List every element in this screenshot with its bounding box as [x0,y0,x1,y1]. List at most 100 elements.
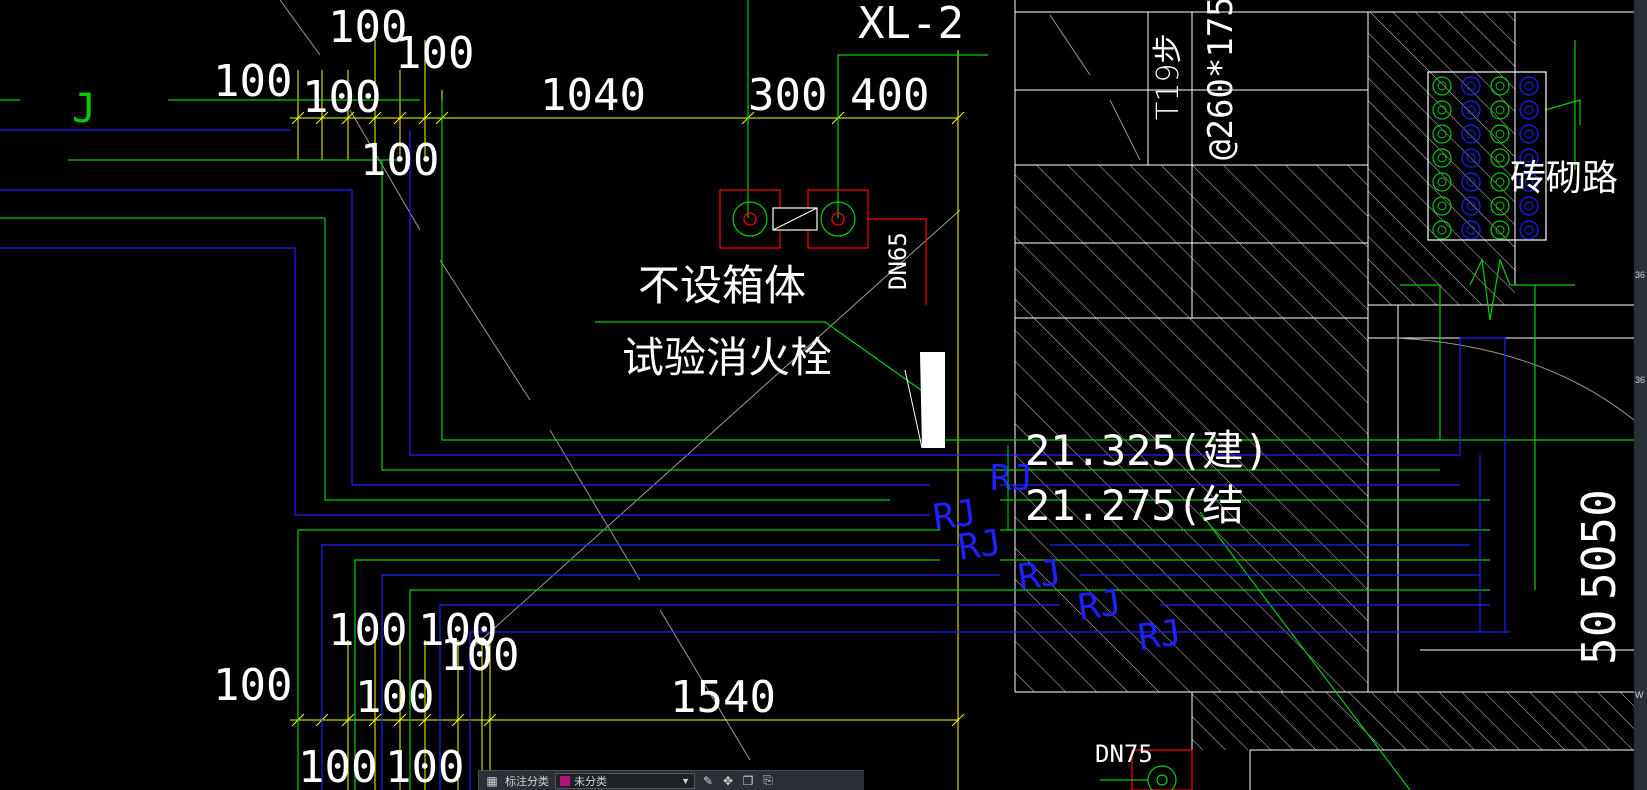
svg-text:RJ: RJ [990,458,1033,499]
label-elev-struct: 21.275(结 [1025,481,1244,530]
valve-circle-inner [1466,225,1476,235]
dim-100-b: 100 [395,28,474,79]
right-side-panel[interactable]: 36 36 W [1634,0,1647,790]
paste-icon[interactable]: ⎘ [763,773,773,787]
valve-circle-inner [1437,105,1447,115]
svg-text:RJ: RJ [1076,582,1125,629]
valve-circle-inner [1495,105,1505,115]
annotation-toolbar: ▦ 标注分类 未分类 ▼ ✎ ✥ ❐ ⎘ [478,770,864,790]
dim-100-d: 100 [302,72,381,123]
hatch-region-upper [1015,165,1368,320]
valve-circle-inner [1466,129,1476,139]
valve-circle-inner [1437,225,1447,235]
panel-marker-1: 36 [1635,270,1646,280]
hatch-region-bottom [1192,692,1634,750]
valve-circle [1490,172,1510,192]
valve-circle [1490,148,1510,168]
label-dn65: DN65 [884,232,912,290]
valve-circle-inner [1437,129,1447,139]
valve-circle [1461,172,1481,192]
valve-circle [1461,76,1481,96]
dim-400: 400 [850,70,929,121]
valve-circle [1461,220,1481,240]
copy-icon[interactable]: ❐ [742,773,754,788]
valve-circle [1461,124,1481,144]
panel-marker-3: W [1635,690,1644,700]
valve-circle-inner [1466,177,1476,187]
valve-circle-inner [1437,201,1447,211]
valve-circle [1461,100,1481,120]
valve-circle [1519,100,1539,120]
label-stair-step: T19步 [1151,34,1186,121]
dimension-lines [290,40,965,790]
dim-1040: 1040 [540,70,646,121]
valve-circle [1519,148,1539,168]
valve-circle [1432,220,1452,240]
rj-labels: RJ RJ RJ RJ RJ RJ [931,458,1185,659]
valve-circle [1432,100,1452,120]
valve-circle [1490,196,1510,216]
dim-100-c: 100 [213,56,292,107]
valve-circle-inner [1466,153,1476,163]
valve-circle [1432,124,1452,144]
dim-1540: 1540 [670,672,776,723]
valve-circle-inner [1524,153,1534,163]
filter-icon[interactable]: ▦ [486,773,498,788]
dim-100-i: 100 [213,660,292,711]
label-no-box: 不设箱体 [638,261,806,310]
valve-circle-inner [1495,129,1505,139]
chevron-down-icon: ▼ [681,775,690,786]
dim-50: 50 [1572,610,1626,665]
category-select[interactable]: 未分类 ▼ [555,772,695,789]
valve-circle [1461,148,1481,168]
dim-100-e: 100 [360,135,439,186]
category-select-value: 未分类 [574,775,607,788]
label-dn75: DN75 [1095,740,1153,768]
test-hydrant-symbol [904,352,945,449]
valve-circle-inner [1466,201,1476,211]
valve-circle-inner [1524,225,1534,235]
valve-circle [1432,172,1452,192]
valve-circle-inner [1495,225,1505,235]
valve-circle [1490,124,1510,144]
valve-circle [1490,100,1510,120]
valve-circle [1519,76,1539,96]
svg-text:RJ: RJ [1016,552,1065,599]
hydrant-symbol [719,189,927,305]
pipe-label-j: J [72,86,96,132]
label-xl2: XL-2 [858,0,964,49]
valve-circle [1490,220,1510,240]
valve-circle-inner [1495,81,1505,91]
valve-circle [1461,196,1481,216]
valve-circle [1432,148,1452,168]
dim-100-a: 100 [328,2,407,53]
dim-300: 300 [748,70,827,121]
valve-circle [1490,76,1510,96]
edit-icon[interactable]: ✎ [702,773,714,788]
svg-text:RJ: RJ [931,492,980,539]
category-color-swatch [560,775,570,786]
valve-circle-inner [1466,81,1476,91]
valve-circle-inner [1437,153,1447,163]
valve-circle [1519,172,1539,192]
valve-grid [1427,71,1547,241]
valve-circle-inner [1524,201,1534,211]
move-icon[interactable]: ✥ [722,773,734,788]
dim-5050: 5050 [1572,489,1626,600]
construction-lines [279,0,1635,761]
valve-circle-inner [1524,81,1534,91]
svg-text:RJ: RJ [1136,612,1185,659]
valve-circle [1519,220,1539,240]
dim-100-f: 100 [328,605,407,656]
valve-circle-inner [1524,177,1534,187]
valve-grid-circles [1432,76,1539,240]
valve-circle-inner [1495,177,1505,187]
dim-100-l: 100 [385,742,464,790]
dim-100-j: 100 [355,672,434,723]
valve-circle-inner [1495,201,1505,211]
dim-100-g: 100 [418,605,497,656]
blue-pipes [0,129,1510,790]
valve-circle [1432,76,1452,96]
